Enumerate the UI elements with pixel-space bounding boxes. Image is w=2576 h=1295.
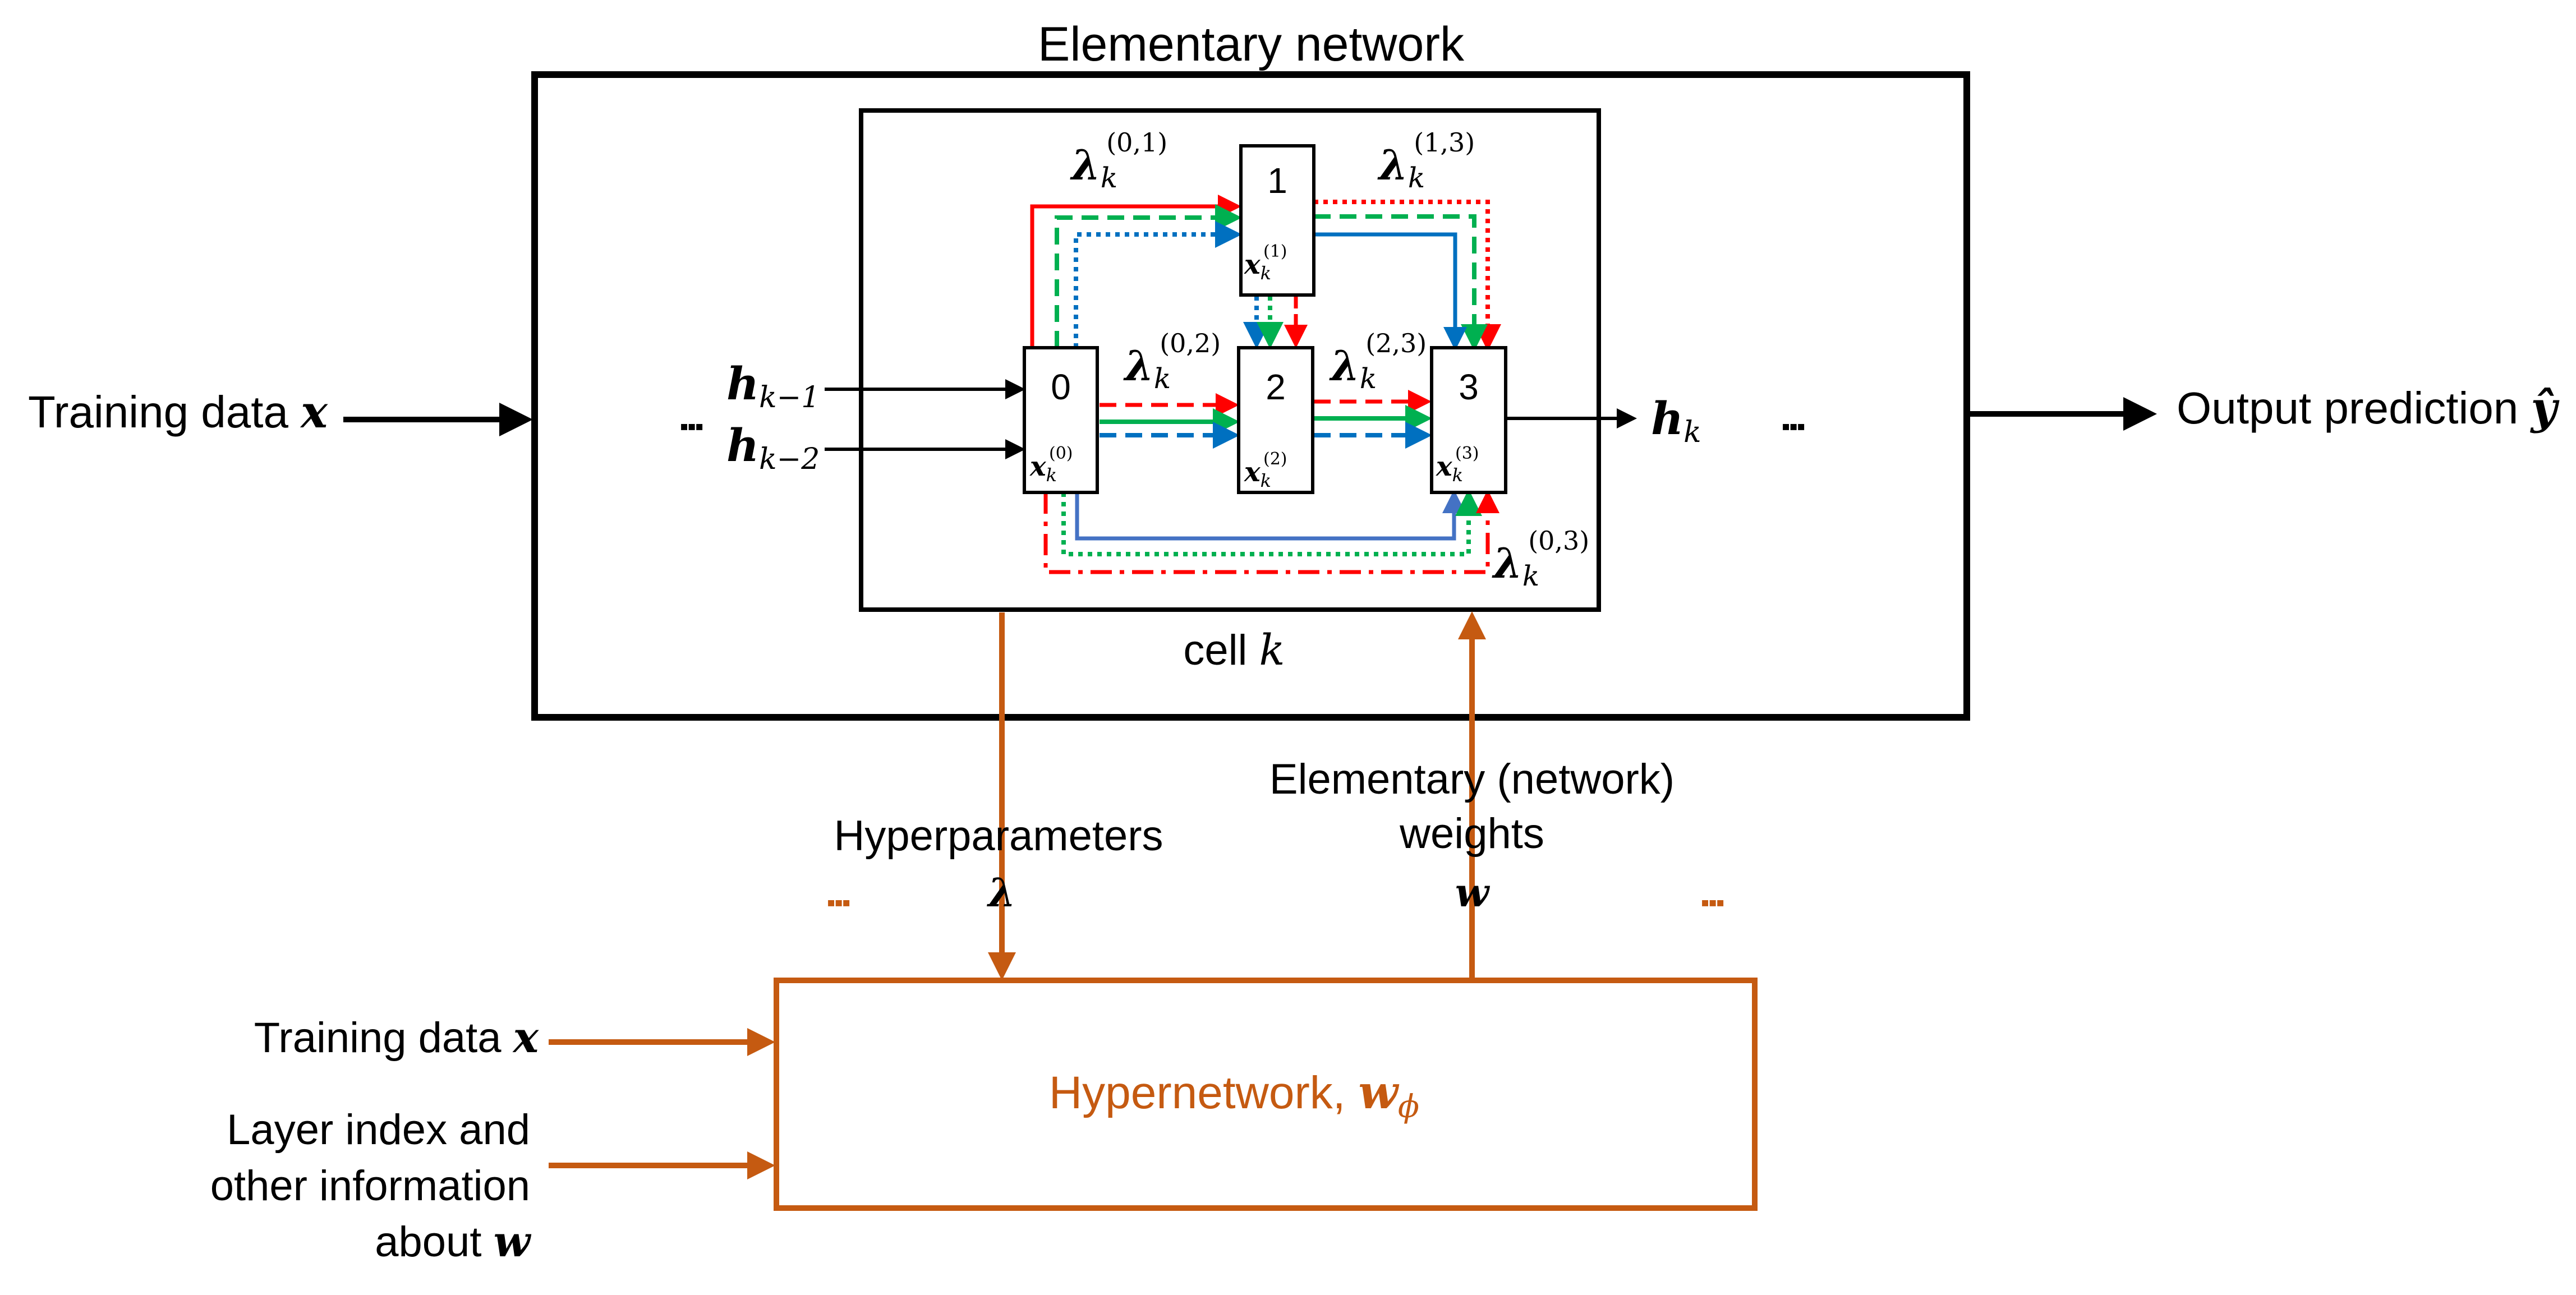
hyperparameters-label: Hyperparameters [834,812,1163,860]
node-3-var: xk(3) [1436,444,1479,486]
edge-0-3-green [1061,489,1482,556]
h-k-label: hk [1651,392,1701,449]
weights-label-line1: Elementary (network) [1269,755,1675,803]
lambda-0-1-label: λk(0,1) [1070,127,1167,194]
output-prediction-label: Output prediction ŷ [2177,381,2560,434]
hyper-layer-index-line1: Layer index and [227,1106,530,1154]
h-k-minus-1-label: hk−1 [726,357,820,414]
edge-0-1-green [1055,204,1242,348]
elementary-network-title: Elementary network [1038,17,1465,71]
cell-label: cell k [1183,625,1285,675]
training-data-label: Training data x [28,385,328,438]
hypernetwork-box [774,978,1758,1211]
edge-0-3-steel [1075,490,1466,541]
elementary-network-box [531,71,1970,721]
edge-1-3-green [1314,214,1488,351]
node-2: 2 xk(2) [1237,346,1314,494]
node-0-var: xk(0) [1029,444,1073,486]
hyper-layer-index-line3: about w [375,1216,531,1266]
edge-1-3-red [1314,200,1501,351]
h-k-minus-2-label: hk−2 [726,419,820,476]
node-0-id: 0 [1051,367,1071,407]
node-0: 0 xk(0) [1023,346,1099,494]
ellipsis-orange-right: ▪▪▪ [1701,889,1724,916]
cell-box [859,108,1601,612]
weights-var: w [1455,869,1491,916]
edge-0-1-blue [1074,221,1242,348]
hypernetwork-label: Hypernetwork, wϕ [1049,1066,1419,1125]
hyper-training-data-label: Training data x [254,1012,540,1062]
edge-0-1-red [1030,195,1241,348]
node-2-var: xk(2) [1244,449,1287,491]
lambda-0-2-label: λk(0,2) [1123,328,1221,395]
lambda-1-3-label: λk(1,3) [1377,127,1475,194]
lambda-2-3-label: λk(2,3) [1329,328,1427,395]
ellipsis-right: ▪▪▪ [1782,413,1805,440]
node-1-id: 1 [1267,160,1287,201]
node-1-var: xk(1) [1244,242,1287,284]
weights-label-line2: weights [1399,810,1544,858]
edge-1-3-blue [1314,232,1467,351]
hyper-layer-index-line2: other information [210,1162,530,1210]
edge-0-3-red [1043,490,1499,574]
lambda-0-3-label: λk(0,3) [1492,526,1589,592]
node-3: 3 xk(3) [1430,346,1507,494]
ellipsis-left: ▪▪▪ [680,413,703,440]
node-3-id: 3 [1459,367,1479,407]
hyperparameters-var: λ [986,869,1015,916]
ellipsis-orange-left: ▪▪▪ [827,889,850,916]
node-1: 1 xk(1) [1239,144,1315,297]
node-2-id: 2 [1266,367,1286,407]
